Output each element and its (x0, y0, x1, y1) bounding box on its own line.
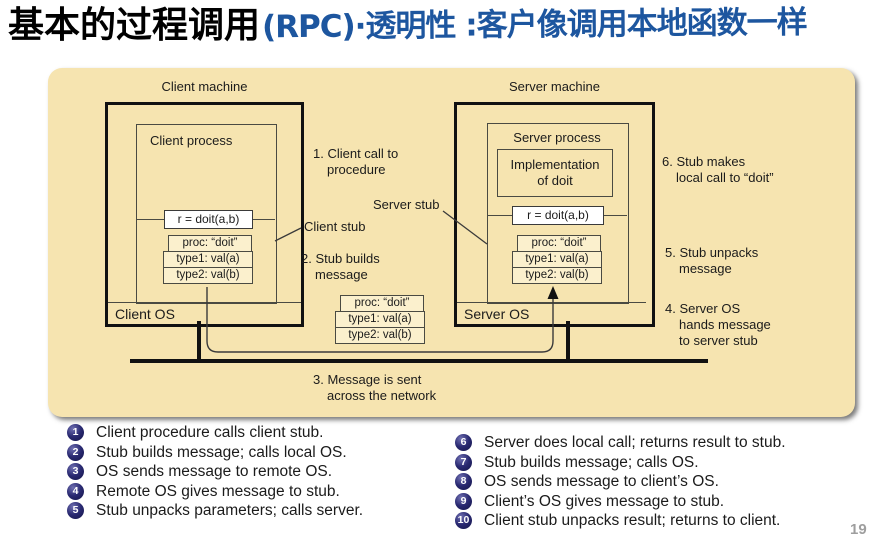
client-record-proc: proc: “doit” (168, 235, 252, 252)
client-stub-label: Client stub (304, 219, 366, 234)
network-message-record: proc: “doit” type1: val(a) type2: val(b) (335, 295, 425, 344)
step-text: Stub builds message; calls OS. (484, 453, 699, 471)
server-process-box (487, 123, 629, 304)
server-impl-box: Implementation of doit (497, 149, 613, 197)
step-ball-10: 10 (455, 512, 472, 529)
step-text: Client’s OS gives message to stub. (484, 492, 725, 510)
list-item: 4 Remote OS gives message to stub. (67, 482, 364, 502)
slide-title: 基本的过程调用 (RPC)·透明性 :客户像调用本地函数一样 (8, 2, 883, 48)
server-call-code: r = doit(a,b) (512, 206, 604, 225)
list-item: 1 Client procedure calls client stub. (67, 423, 364, 443)
annotation-step5: 5. Stub unpacks message (665, 245, 759, 276)
step-ball-4: 4 (67, 482, 84, 500)
client-network-connector (197, 321, 201, 362)
server-record-proc: proc: “doit” (517, 235, 601, 252)
list-item: 5 Stub unpacks parameters; calls server. (67, 501, 364, 521)
title-text-chinese: 基本的过程调用 (8, 5, 261, 45)
server-os-label: Server OS (464, 306, 530, 322)
step-text: Stub builds message; calls local OS. (96, 443, 347, 461)
step-ball-3: 3 (67, 463, 84, 480)
client-os-label: Client OS (115, 306, 175, 322)
step-ball-1: 1 (67, 424, 84, 441)
annotation-step6: 6. Stub makes local call to “doit” (662, 154, 774, 185)
server-process-label: Server process (513, 130, 601, 145)
client-machine-box (105, 102, 304, 327)
step-text: OS sends message to client’s OS. (484, 473, 719, 490)
step-ball-7: 7 (455, 453, 472, 471)
title-handwritten-annotation: (RPC)·透明性 :客户像调用本地函数一样 (261, 4, 807, 46)
list-item: 10 Client stub unpacks result; returns t… (455, 511, 882, 531)
step-ball-8: 8 (455, 473, 472, 490)
network-record-proc: proc: “doit” (340, 295, 424, 312)
list-item: 6 Server does local call; returns result… (455, 433, 882, 453)
list-item: 9 Client’s OS gives message to stub. (455, 492, 882, 512)
client-stub-message-record: proc: “doit” type1: val(a) type2: val(b) (163, 235, 253, 284)
client-record-type1: type1: val(a) (163, 251, 253, 268)
step-text: Stub unpacks parameters; calls server. (96, 502, 364, 519)
server-stub-message-record: proc: “doit” type1: val(a) type2: val(b) (512, 235, 602, 284)
step-ball-5: 5 (67, 502, 84, 519)
step-text: OS sends message to remote OS. (96, 463, 333, 480)
steps-list-right: 6 Server does local call; returns result… (455, 433, 882, 531)
step-ball-6: 6 (455, 434, 472, 451)
client-os-divider (108, 302, 301, 303)
annotation-step2: 2. Stub builds message (301, 251, 380, 282)
server-network-connector (566, 321, 570, 362)
network-record-type1: type1: val(a) (335, 311, 425, 328)
steps-list-left: 1 Client procedure calls client stub. 2 … (67, 423, 364, 521)
client-machine-label: Client machine (161, 79, 248, 94)
step-ball-9: 9 (455, 492, 472, 510)
step-ball-2: 2 (67, 443, 84, 461)
client-record-type2: type2: val(b) (163, 267, 253, 284)
annotation-step3: 3. Message is sent across the network (313, 372, 437, 403)
annotation-step1: 1. Client call to procedure (313, 146, 399, 177)
server-record-type1: type1: val(a) (512, 251, 602, 268)
network-record-type2: type2: val(b) (335, 327, 425, 344)
server-os-divider (457, 302, 646, 303)
step-text: Remote OS gives message to stub. (96, 482, 340, 500)
step-text: Client stub unpacks result; returns to c… (484, 512, 781, 529)
list-item: 2 Stub builds message; calls local OS. (67, 443, 364, 463)
page-number: 19 (850, 521, 867, 538)
list-item: 7 Stub builds message; calls OS. (455, 453, 882, 473)
list-item: 3 OS sends message to remote OS. (67, 462, 364, 482)
network-line (130, 359, 708, 363)
server-record-type2: type2: val(b) (512, 267, 602, 284)
list-item: 8 OS sends message to client’s OS. (455, 472, 882, 492)
step-text: Client procedure calls client stub. (96, 424, 324, 441)
server-stub-label: Server stub (373, 197, 440, 212)
client-process-label: Client process (150, 133, 233, 148)
step-text: Server does local call; returns result t… (484, 434, 786, 451)
client-call-code: r = doit(a,b) (164, 210, 253, 229)
server-machine-label: Server machine (508, 79, 601, 94)
annotation-step4: 4. Server OS hands message to server stu… (665, 301, 771, 348)
